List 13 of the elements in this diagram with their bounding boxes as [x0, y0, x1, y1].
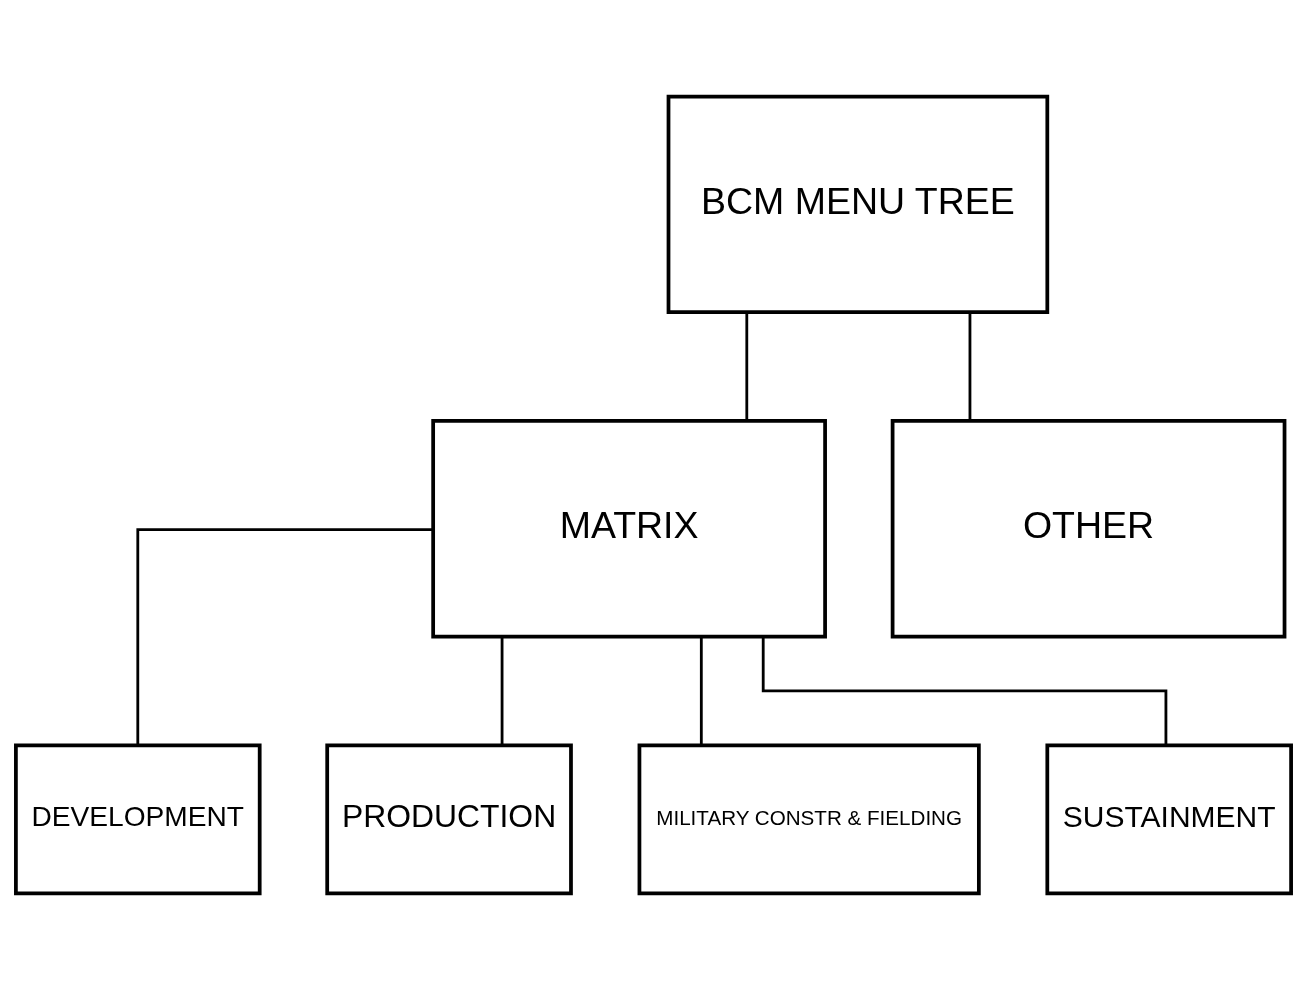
connector — [136, 528, 433, 745]
connector — [968, 312, 972, 421]
connector — [761, 636, 1168, 745]
connector — [699, 637, 703, 745]
node-box: DEVELOPMENT — [14, 743, 262, 896]
connector — [500, 637, 504, 745]
connector — [745, 312, 749, 421]
node-box: PRODUCTION — [325, 743, 573, 896]
node-box: SUSTAINMENT — [1045, 743, 1293, 896]
node-box: BCM MENU TREE — [666, 94, 1050, 315]
node-box: MATRIX — [431, 419, 827, 639]
node-box: OTHER — [890, 419, 1287, 639]
node-box: MILITARY CONSTR & FIELDING — [637, 743, 981, 896]
